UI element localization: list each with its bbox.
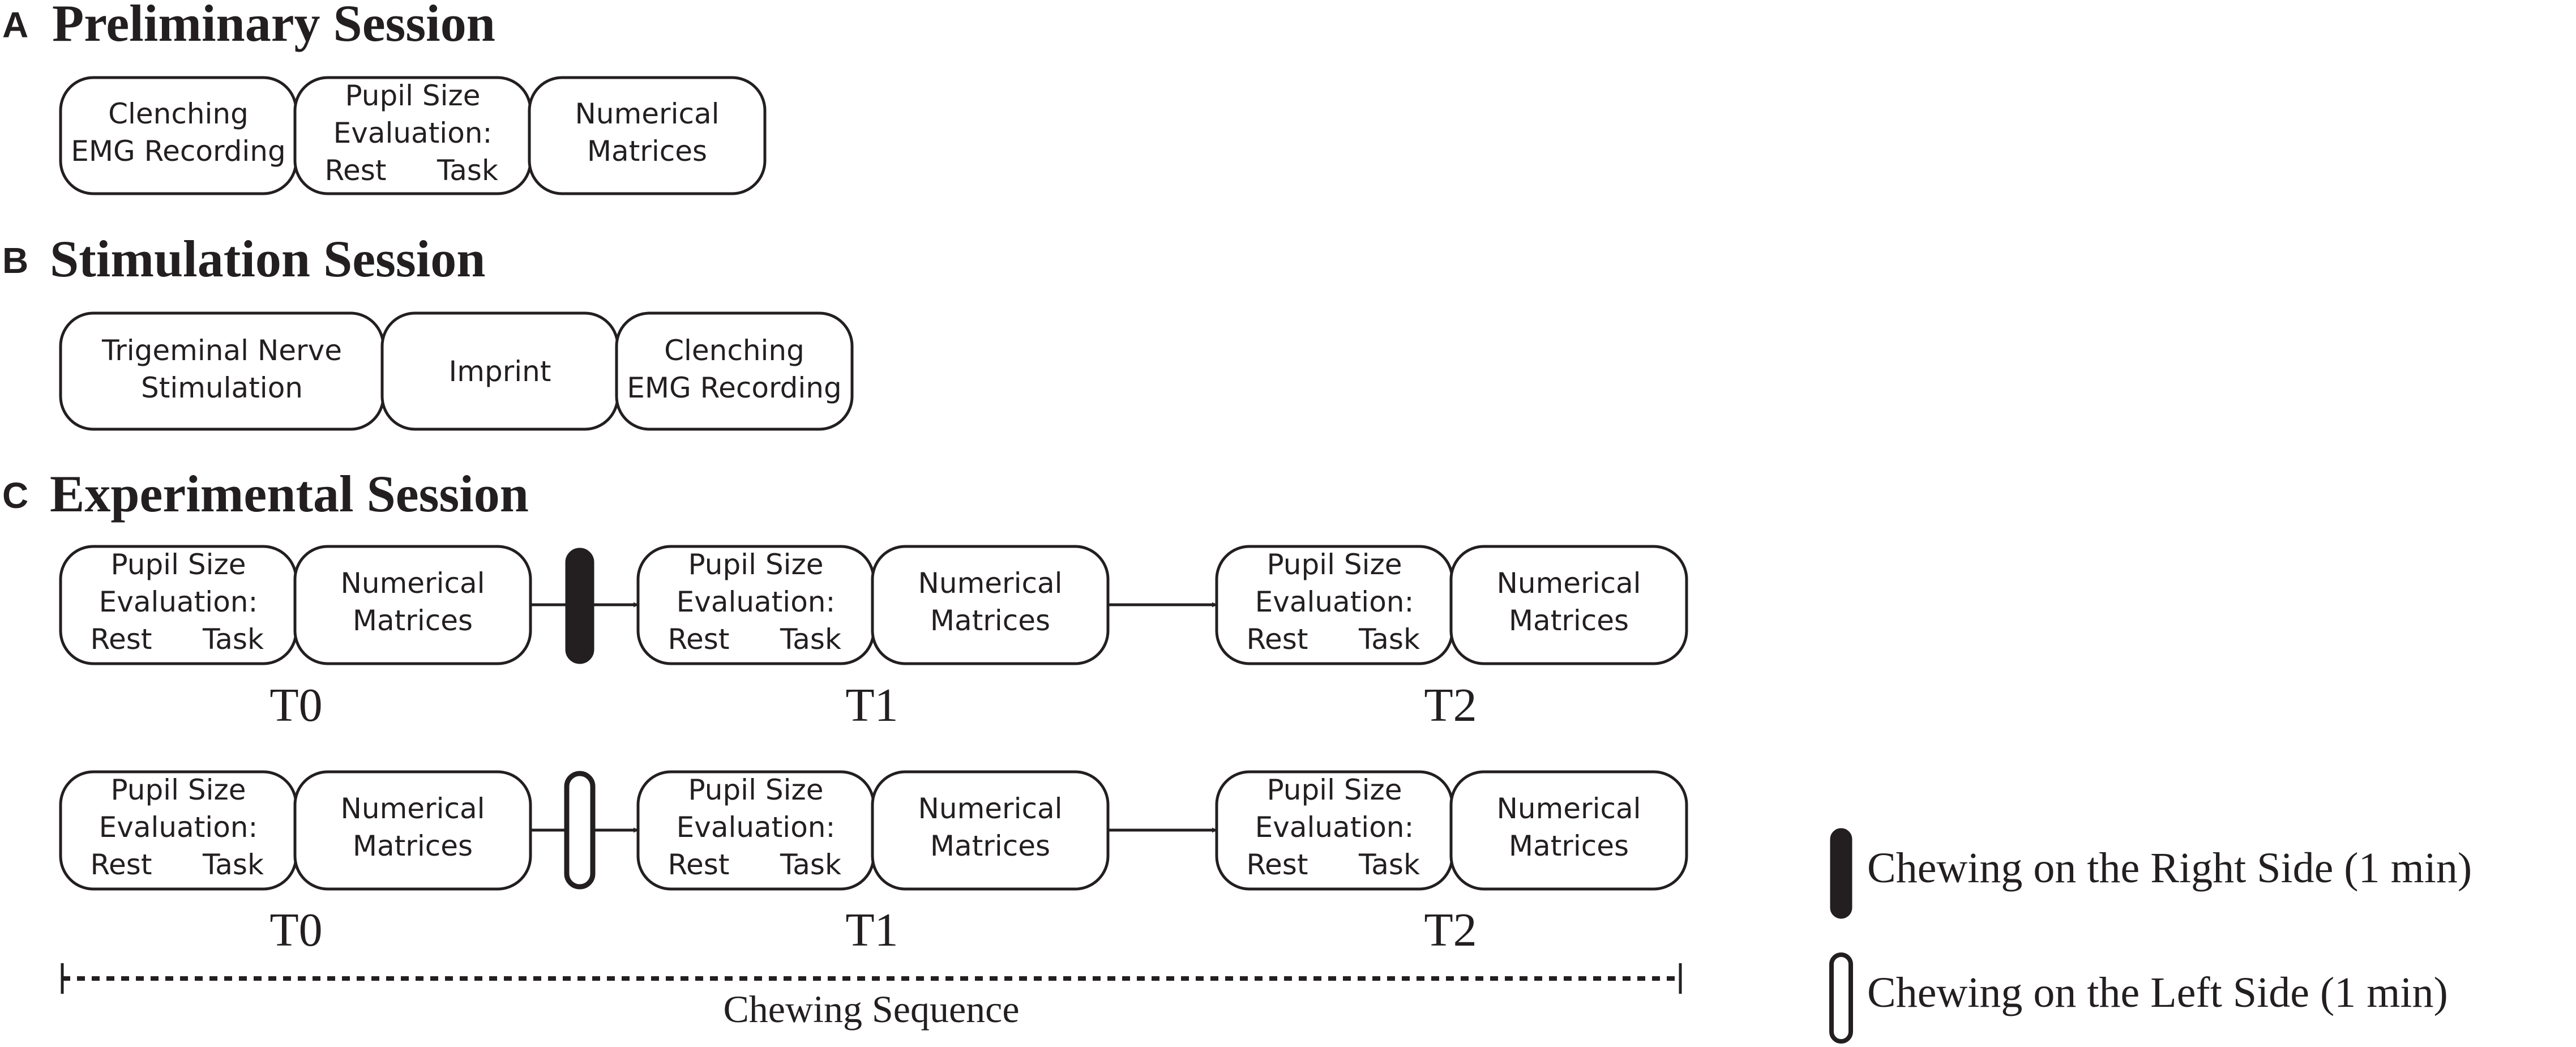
timepoint-block-t2: Pupil Size Evaluation: Rest Task Numeric… — [1215, 545, 1688, 665]
box-label: Pupil Size — [345, 79, 480, 112]
experimental-session: C Experimental Session Pupil Size Evalua… — [2, 465, 1688, 1031]
clenching-emg-box: Clenching EMG Recording — [615, 311, 854, 431]
box-label: Matrices — [1509, 830, 1629, 862]
box-label: Numerical — [918, 792, 1062, 825]
clenching-emg-box: Clenching EMG Recording — [59, 76, 298, 195]
box-label: Pupil Size — [110, 774, 246, 806]
trigeminal-nerve-stimulation-box: Trigeminal Nerve Stimulation — [59, 311, 385, 431]
task-label: Task — [202, 623, 264, 656]
box-label: Evaluation: — [99, 811, 258, 844]
rest-label: Rest — [1247, 623, 1308, 656]
box-label: Pupil Size — [1266, 548, 1402, 581]
box-label: Pupil Size — [110, 548, 246, 581]
time-label-t2: T2 — [1424, 904, 1477, 956]
stimulation-session-title: Stimulation Session — [50, 230, 485, 288]
box-label: Numerical — [575, 97, 719, 130]
chewing-left-marker — [564, 771, 596, 890]
chewing-right-marker — [565, 548, 594, 664]
box-label: Clenching — [108, 97, 249, 130]
pupil-size-evaluation-box: Pupil Size Evaluation: Rest Task — [293, 76, 532, 195]
timepoint-block-t1: Pupil Size Evaluation: Rest Task Numeric… — [636, 545, 1110, 665]
rest-label: Rest — [325, 154, 387, 187]
preliminary-session-title: Preliminary Session — [52, 0, 495, 52]
box-label: Numerical — [340, 792, 485, 825]
rest-label: Rest — [91, 623, 152, 656]
rest-label: Rest — [668, 848, 730, 881]
box-label: Matrices — [587, 135, 707, 168]
time-label-t1: T1 — [845, 679, 898, 732]
box-label: EMG Recording — [71, 135, 285, 168]
box-label: Pupil Size — [1266, 774, 1402, 806]
time-label-t0: T0 — [269, 904, 322, 956]
timepoint-block-t2: Pupil Size Evaluation: Rest Task Numeric… — [1215, 770, 1688, 891]
stimulation-session: B Stimulation Session Trigeminal Nerve S… — [2, 230, 854, 431]
box-label: Matrices — [1509, 604, 1629, 637]
box-label: Matrices — [353, 604, 473, 637]
task-label: Task — [780, 623, 841, 656]
box-label: Matrices — [353, 830, 473, 862]
box-label: Evaluation: — [1255, 586, 1414, 618]
rest-label: Rest — [1247, 848, 1308, 881]
numerical-matrices-box: Numerical Matrices — [528, 76, 767, 195]
timepoint-block-t0: Pupil Size Evaluation: Rest Task Numeric… — [59, 770, 532, 891]
session-letter-c: C — [2, 475, 28, 516]
box-label: Matrices — [930, 830, 1050, 862]
box-label: Evaluation: — [99, 586, 258, 618]
task-label: Task — [1358, 623, 1420, 656]
box-label: Pupil Size — [688, 774, 823, 806]
box-label: Matrices — [930, 604, 1050, 637]
legend-left-label: Chewing on the Left Side (1 min) — [1867, 969, 2448, 1016]
task-label: Task — [437, 154, 498, 187]
legend-left-marker — [1829, 952, 1853, 1044]
box-label: Evaluation: — [677, 811, 836, 844]
task-label: Task — [1358, 848, 1420, 881]
legend: Chewing on the Right Side (1 min) Chewin… — [1829, 828, 2472, 1044]
rest-label: Rest — [668, 623, 730, 656]
task-label: Task — [780, 848, 841, 881]
time-label-t2: T2 — [1424, 679, 1477, 732]
box-label: Trigeminal Nerve — [101, 334, 342, 367]
rest-label: Rest — [91, 848, 152, 881]
timepoint-block-t0: Pupil Size Evaluation: Rest Task Numeric… — [59, 545, 532, 665]
chewing-sequence-bracket: Chewing Sequence — [61, 963, 1682, 1031]
box-label: Numerical — [1496, 567, 1641, 600]
session-letter-b: B — [2, 240, 28, 281]
box-label: Clenching — [664, 334, 805, 367]
box-label: Evaluation: — [1255, 811, 1414, 844]
imprint-box: Imprint — [380, 311, 619, 431]
preliminary-session: A Preliminary Session Clenching EMG Reco… — [2, 0, 767, 195]
legend-right-label: Chewing on the Right Side (1 min) — [1867, 844, 2472, 892]
chewing-right-sequence: Pupil Size Evaluation: Rest Task Numeric… — [59, 545, 1688, 732]
box-label: Pupil Size — [688, 548, 823, 581]
experimental-session-title: Experimental Session — [50, 465, 529, 523]
chewing-left-sequence: Pupil Size Evaluation: Rest Task Numeric… — [59, 770, 1688, 956]
box-label: Stimulation — [141, 371, 303, 404]
box-label: Numerical — [340, 567, 485, 600]
time-label-t1: T1 — [845, 904, 898, 956]
box-label: EMG Recording — [627, 371, 841, 404]
time-label-t0: T0 — [269, 679, 322, 732]
timepoint-block-t1: Pupil Size Evaluation: Rest Task Numeric… — [636, 770, 1110, 891]
box-label: Numerical — [1496, 792, 1641, 825]
box-label: Imprint — [449, 355, 551, 388]
legend-right-marker — [1830, 828, 1852, 919]
box-label: Evaluation: — [333, 117, 493, 149]
box-label: Evaluation: — [677, 586, 836, 618]
chewing-sequence-label: Chewing Sequence — [723, 988, 1019, 1031]
box-label: Numerical — [918, 567, 1062, 600]
session-letter-a: A — [2, 5, 28, 45]
task-label: Task — [202, 848, 264, 881]
